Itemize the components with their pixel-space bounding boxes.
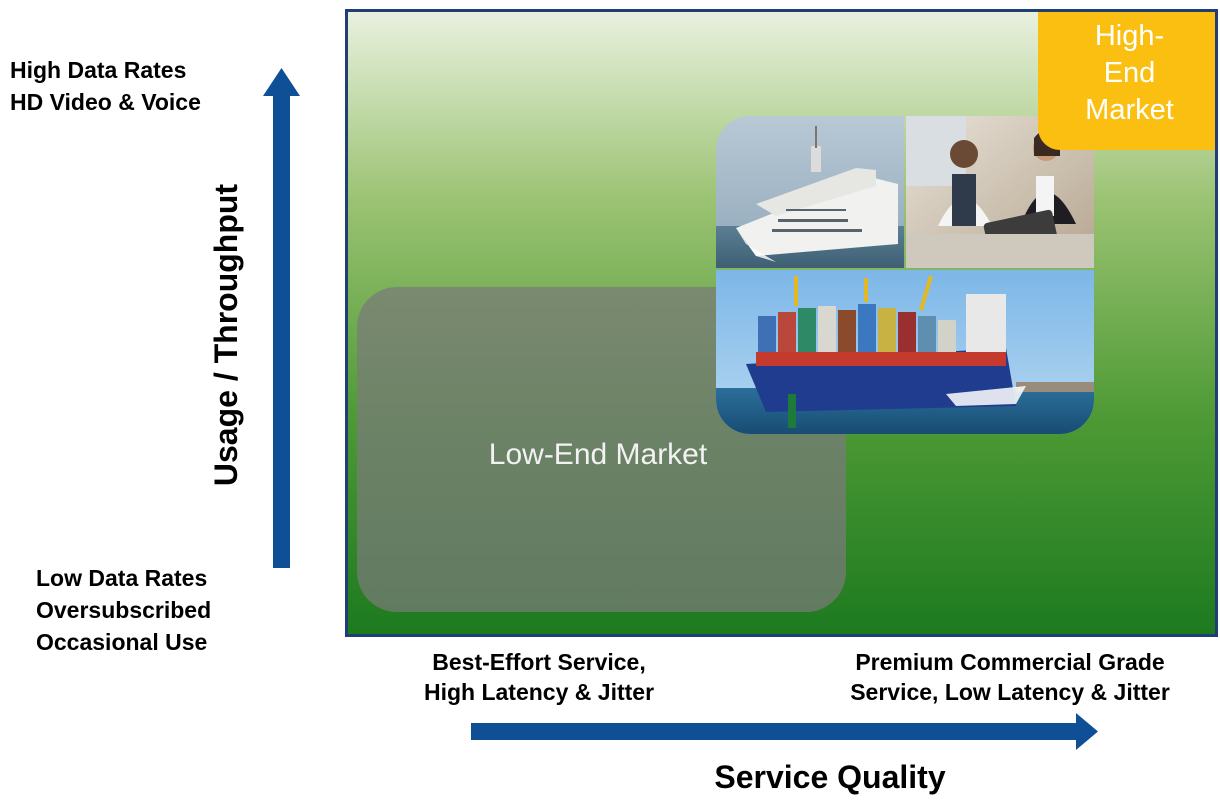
x-axis-title: Service Quality [714, 759, 946, 795]
y-axis-low-label: Low Data Rates Oversubscribed Occasional… [36, 562, 211, 658]
x-low-line-1: Best-Effort Service, [432, 649, 646, 675]
x-axis-arrow [471, 713, 1098, 750]
low-end-label: Low-End Market [488, 438, 708, 471]
x-high-line-2: Service, Low Latency & Jitter [850, 679, 1170, 705]
y-axis-arrow [263, 68, 300, 568]
y-axis-high-label: High Data Rates HD Video & Voice [10, 54, 201, 118]
y-high-line-1: High Data Rates [10, 57, 187, 83]
y-axis-title: Usage / Throughput [208, 183, 244, 487]
high-end-label: High- End Market [1048, 18, 1211, 129]
y-low-line-1: Low Data Rates [36, 565, 208, 591]
high-end-region [1038, 12, 1215, 150]
x-axis-high-label: Premium Commercial Grade Service, Low La… [810, 647, 1210, 707]
y-high-line-2: HD Video & Voice [10, 89, 201, 115]
high-end-line-2: End [1103, 57, 1156, 89]
high-end-line-3: Market [1085, 94, 1174, 126]
cruise-ship-photo [716, 116, 904, 268]
market-panel: Low-End Market [345, 9, 1218, 637]
y-low-line-3: Occasional Use [36, 629, 208, 655]
x-high-line-1: Premium Commercial Grade [855, 649, 1165, 675]
y-low-line-2: Oversubscribed [36, 597, 212, 623]
x-low-line-2: High Latency & Jitter [423, 679, 655, 705]
container-ship-photo [716, 270, 1094, 434]
x-axis-low-label: Best-Effort Service, High Latency & Jitt… [394, 647, 684, 707]
photo-collage [716, 116, 1094, 434]
high-end-line-1: High- [1094, 20, 1165, 52]
